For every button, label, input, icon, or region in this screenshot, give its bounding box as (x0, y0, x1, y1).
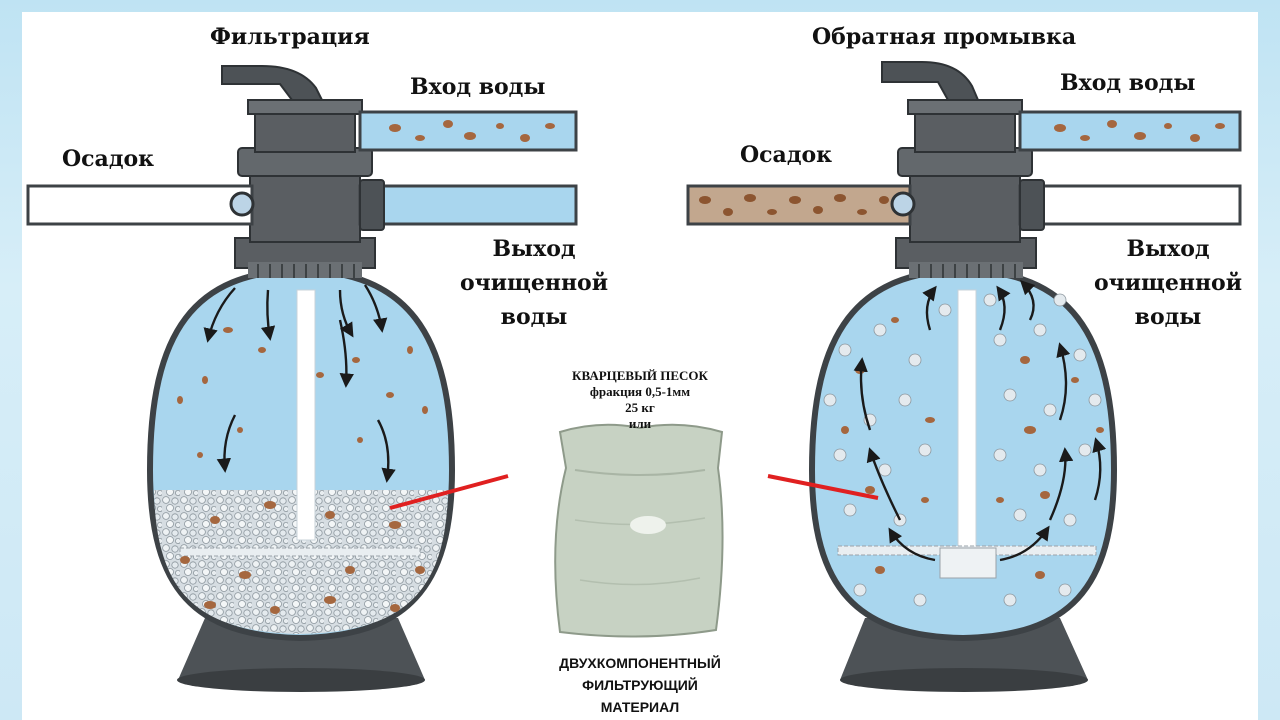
sand-bag (554, 423, 724, 638)
left-dirt-particles (177, 327, 428, 614)
left-filter (26, 65, 578, 692)
right-inlet-pipe (1018, 110, 1242, 152)
right-sediment-label: Осадок (740, 142, 833, 168)
left-flow-arrows (203, 284, 396, 483)
left-center-pipe (296, 289, 316, 541)
left-title: Фильтрация (210, 24, 370, 50)
media-caption: ДВУХКОМПОНЕНТНЫЙ ФИЛЬТРУЮЩИЙ МАТЕРИАЛ (559, 655, 721, 715)
right-stand (840, 618, 1088, 680)
right-suspended-particles (823, 293, 1104, 607)
right-waste-pipe (686, 184, 912, 226)
right-outlet-pipe (1018, 184, 1242, 226)
right-title: Обратная промывка (812, 24, 1077, 50)
right-clean-out-label: Выход очищенной воды (1093, 236, 1243, 330)
right-center-pipe (957, 289, 977, 551)
right-valve-handle (881, 61, 980, 101)
right-pointer-line (767, 474, 879, 500)
left-sand-layer (154, 490, 448, 634)
left-sight-glass (229, 191, 255, 217)
left-clean-out-label: Выход очищенной воды (459, 236, 609, 330)
right-water-in-label: Вход воды (1060, 70, 1196, 96)
left-pointer-line (389, 474, 509, 510)
sand-caption: КВАРЦЕВЫЙ ПЕСОК фракция 0,5-1мм 25 кг ил… (572, 368, 708, 431)
left-valve-handle (221, 65, 324, 101)
left-sediment-label: Осадок (62, 146, 155, 172)
left-stand (178, 618, 425, 680)
left-waste-pipe (26, 184, 254, 226)
right-sight-glass (890, 191, 916, 217)
right-flow-arrows (853, 279, 1107, 562)
right-filter (686, 61, 1242, 692)
left-water-in-label: Вход воды (410, 74, 546, 100)
left-outlet-pipe (358, 184, 578, 226)
